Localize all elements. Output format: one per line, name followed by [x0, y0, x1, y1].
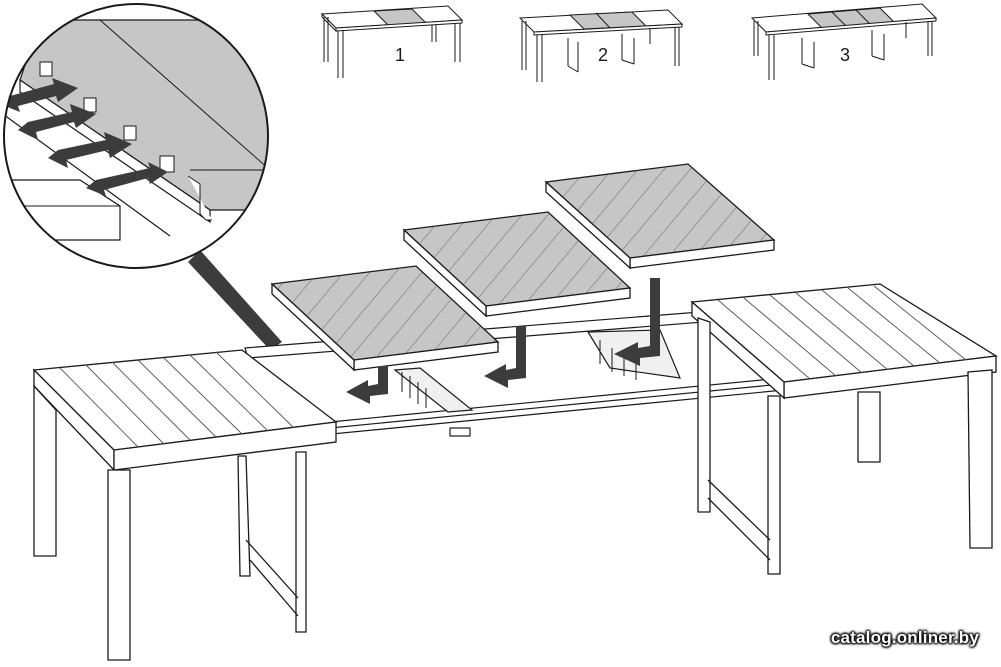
zoom-callout	[3, 3, 282, 350]
extension-leaf-1	[270, 265, 500, 372]
insert-arrow	[346, 278, 660, 404]
step-2-thumbnail	[518, 9, 684, 82]
step-2-label: 2	[598, 45, 609, 65]
step-1-label: 1	[395, 45, 406, 65]
extension-leaf-3	[544, 163, 776, 270]
step-1-thumbnail	[320, 5, 464, 78]
slide-arrow	[4, 78, 168, 196]
extension-leaf-2	[402, 211, 632, 318]
watermark: catalog.onliner.by	[830, 628, 979, 647]
step-3-thumbnail	[750, 3, 938, 80]
step-3-label: 3	[840, 45, 851, 65]
left-table-half	[32, 349, 338, 661]
right-table-half	[690, 283, 998, 575]
